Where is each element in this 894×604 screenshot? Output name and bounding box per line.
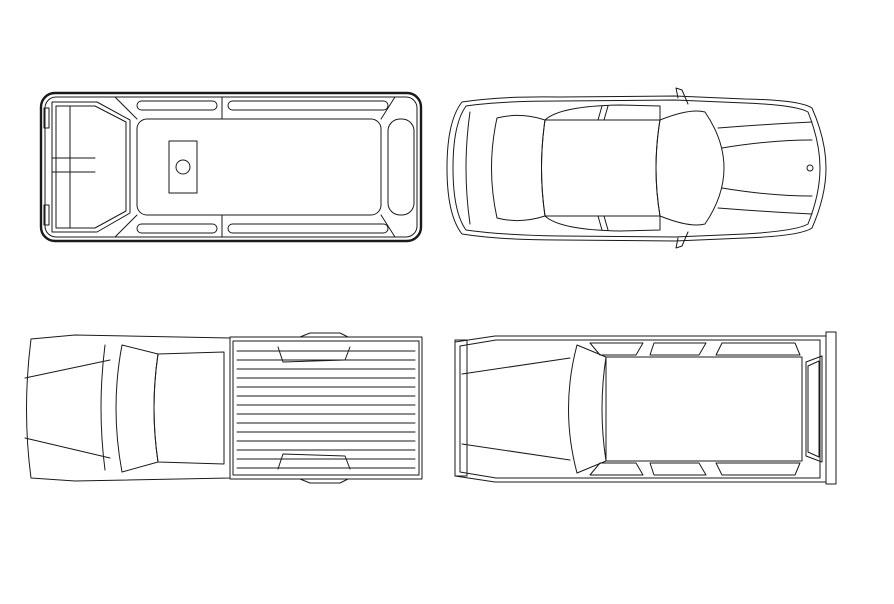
wagon-rear-window [805,355,823,463]
pickup-bed-outline [229,336,423,480]
van-rear-marker-top [43,107,50,129]
wagon-side-window-4 [589,462,644,476]
pickup-hood-line-2 [24,437,111,459]
pickup-fender-left [299,332,349,338]
van-body-inner-line [44,96,418,238]
sedan-mirror-left [675,87,689,105]
van-roof-vent-fan [175,159,191,175]
wagon-side-window-3 [715,342,801,356]
sedan-emblem [806,164,814,172]
sedan-top-view [446,87,827,249]
wagon-body-inner [459,339,821,479]
van-pillar-rear-left [114,96,138,120]
sedan-rear-window [491,114,546,222]
wagon-rear-bumper [825,331,837,485]
wagon-hood-line-1 [461,357,571,375]
sedan-b-pillar-left-2 [603,105,609,121]
wagon-side-window-5 [649,462,707,476]
pickup-wheel-well-right [277,453,351,470]
sedan-side-window-left [544,104,661,121]
wagon-rear-window-inner [807,360,820,458]
van-top-view [39,91,423,243]
pickup-fender-right [299,478,349,484]
sedan-side-window-right [544,215,661,232]
sedan-hood-line-4 [717,207,813,215]
wagon-front-bumper [454,339,468,477]
pickup-roof [153,351,225,465]
van-roof-panel [136,118,382,216]
wagon-body-outline [454,335,827,483]
wagon-windshield [568,344,607,474]
pickup-top-view [24,332,423,484]
van-pillar-front-left [380,96,396,120]
wagon-top-view [454,331,837,485]
van-rear-window-inner [55,105,127,229]
sedan-b-pillar-left [597,105,603,121]
sedan-windshield [655,110,725,226]
van-body-outline [39,91,423,243]
pickup-bed-inner [232,340,420,476]
sedan-body-inner [452,99,821,238]
wagon-roof [605,356,803,462]
pickup-hood-line-1 [24,359,111,379]
sedan-hood-line-3 [721,187,813,197]
sedan-b-pillar-right [597,215,603,231]
sedan-trunk-line [465,111,471,225]
van-side-window-4 [227,223,389,234]
van-roof-vent [168,140,198,194]
pickup-hood-rear-line [100,344,106,471]
van-side-window-3 [136,223,218,234]
van-side-window-2 [227,100,389,111]
van-rear-window [51,101,131,233]
wagon-side-window-2 [649,342,707,356]
pickup-bed-ribs [236,350,416,469]
pickup-windshield [115,344,159,473]
van-windshield [387,118,415,216]
pickup-wheel-well-left [277,346,351,363]
wagon-hood-line-2 [461,443,571,461]
van-side-window-1 [136,100,218,111]
van-pillar-rear-right [114,214,138,238]
sedan-body-outline [446,95,827,242]
wagon-side-window-6 [715,462,801,476]
wagon-side-window-1 [589,342,644,356]
sedan-roof [541,119,661,217]
pickup-cab-outline [26,334,231,482]
sedan-b-pillar-right-2 [603,215,609,231]
sedan-hood-line-1 [717,121,813,129]
van-pillar-front-right [380,214,396,238]
van-rear-marker-bottom [43,204,50,226]
sedan-mirror-right [675,231,689,249]
sedan-hood-line-2 [721,139,813,149]
